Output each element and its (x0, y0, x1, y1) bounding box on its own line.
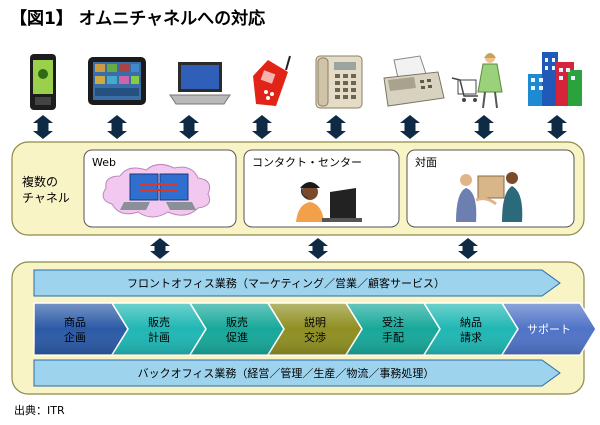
web-channel-label: Web (92, 156, 116, 169)
double-arrow-icon (400, 115, 420, 139)
store-building-icon (528, 52, 582, 106)
contact-center-box (243, 149, 400, 228)
process-step-line1: 販売 (148, 316, 170, 329)
process-step-line2: 企画 (64, 330, 86, 344)
source-credit: 出典：ITR (14, 404, 65, 417)
mobile-phone-icon (253, 55, 291, 106)
face-to-face-label: 対面 (415, 155, 437, 169)
double-arrow-icon (107, 115, 127, 139)
process-step-shade (268, 303, 362, 355)
smartphone-icon (30, 54, 56, 110)
process-step-line1: 販売 (226, 316, 248, 329)
process-step-shade (190, 303, 284, 355)
process-step-line1: 受注 (382, 315, 404, 329)
double-arrow-icon (547, 115, 567, 139)
contact-center-label: コンタクト・センター (252, 156, 362, 169)
web-cloud-icon (102, 164, 211, 218)
double-arrow-icon (474, 115, 494, 139)
process-step-shade (502, 303, 596, 355)
process-step-line2: 交渉 (304, 330, 326, 344)
laptop-icon (169, 62, 231, 105)
channel-business-arrows (150, 238, 478, 259)
back-office-bar (33, 359, 561, 387)
process-step-shade (346, 303, 440, 355)
front-office-bar (33, 269, 561, 297)
double-arrow-icon (326, 115, 346, 139)
shopper-icon (451, 53, 503, 109)
process-step-line2: 計画 (148, 330, 170, 344)
process-step-line1: 納品 (460, 316, 482, 329)
page-title: 【図1】 オムニチャネルへの対応 (10, 9, 266, 29)
desk-phone-icon (315, 55, 363, 109)
operator-icon (296, 182, 362, 222)
back-office-label: バックオフィス業務（経営／管理／生産／物流／事務処理） (138, 366, 435, 380)
device-channel-arrows (33, 115, 567, 139)
channels-label-line2: チャネル (22, 191, 70, 205)
process-step-line1: 説明 (304, 315, 326, 329)
process-step-line1: 商品 (64, 315, 86, 329)
process-step-shade (34, 303, 128, 355)
tablet-icon (88, 57, 146, 105)
face-to-face-icon (456, 172, 523, 222)
process-step-line1: サポート (527, 323, 571, 336)
process-step-line2: 手配 (382, 330, 404, 344)
process-step-shade (112, 303, 206, 355)
double-arrow-icon (458, 238, 478, 259)
double-arrow-icon (308, 238, 328, 259)
double-arrow-icon (179, 115, 199, 139)
fax-icon (383, 55, 445, 107)
process-step-line2: 促進 (226, 330, 248, 344)
double-arrow-icon (252, 115, 272, 139)
front-office-label: フロントオフィス業務（マーケティング／営業／顧客サービス） (127, 276, 445, 290)
double-arrow-icon (33, 115, 53, 139)
process-step-line2: 請求 (460, 330, 482, 344)
double-arrow-icon (150, 238, 170, 259)
channels-label-line1: 複数の (22, 174, 58, 189)
process-step-shade (424, 303, 518, 355)
